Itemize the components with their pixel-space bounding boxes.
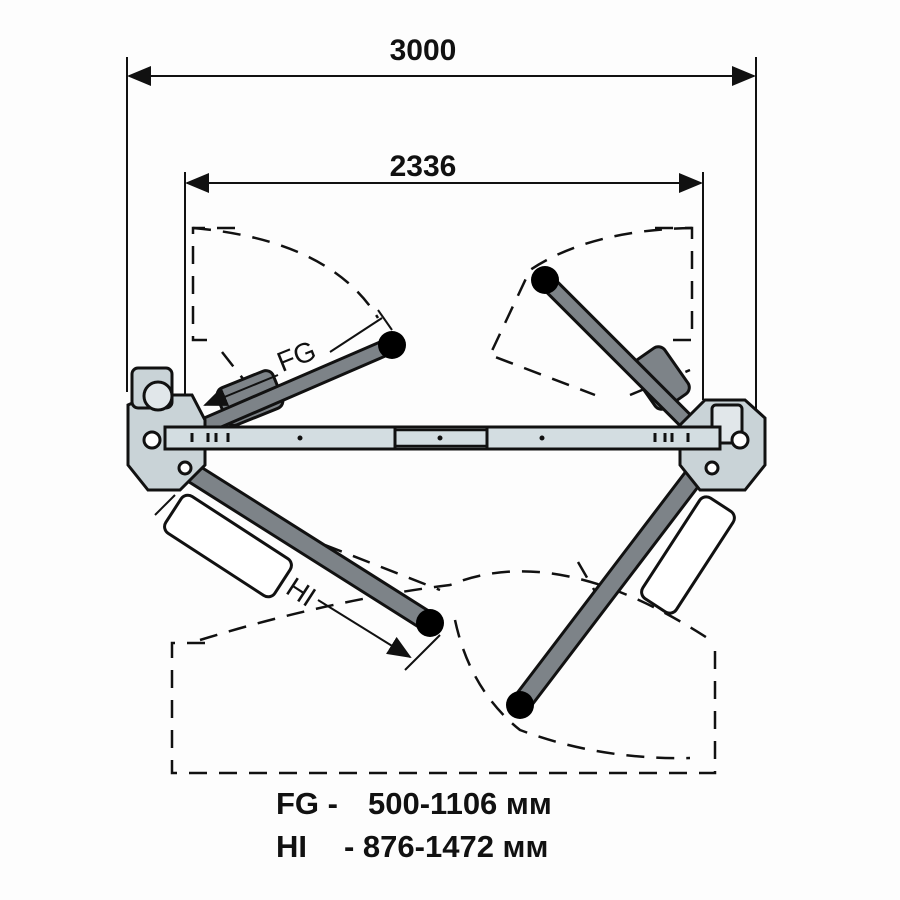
legend-row-fg: FG - 500-1106 мм [276, 786, 552, 822]
legend-value-hi: - 876-1472 мм [344, 829, 549, 864]
dimension-inner-label: 2336 [390, 150, 457, 183]
swing-envelopes [170, 226, 717, 775]
arm-label-hi: HI [281, 571, 321, 612]
legend-key-hi: HI [276, 829, 307, 864]
legend-key-fg: FG - [276, 786, 338, 821]
post-left [126, 366, 207, 492]
arm-end-pads [378, 266, 559, 719]
legend-value-fg: 500-1106 мм [368, 786, 552, 821]
arm-measure-lines [154, 309, 441, 671]
crossbeam [163, 425, 722, 451]
dimension-inner [184, 172, 704, 400]
dimension-overall [126, 57, 757, 410]
dimension-overall-label: 3000 [390, 34, 457, 67]
legend-row-hi: HI - 876-1472 мм [276, 829, 548, 865]
lift-arms [169, 271, 716, 716]
